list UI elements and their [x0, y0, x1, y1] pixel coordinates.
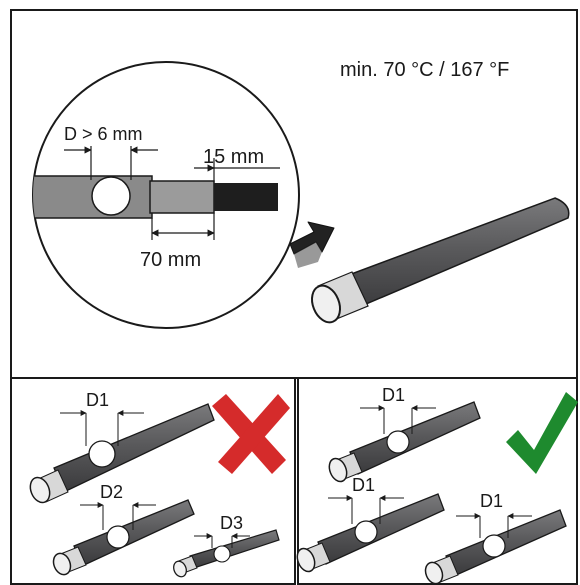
wrong-cable-2	[52, 499, 195, 576]
right-cable-2	[296, 493, 445, 573]
strip-short-label: 15 mm	[203, 146, 264, 168]
direction-arrow-shadow	[294, 242, 322, 268]
cable-large-jacket	[328, 197, 570, 311]
temperature-label: min. 70 °C / 167 °F	[340, 59, 509, 81]
wrong-cable-1	[29, 403, 215, 504]
cable-large	[311, 197, 570, 324]
strip-detail-magnifier: D > 6 mm 15 mm 70 mm	[32, 61, 300, 329]
right-cable-1	[328, 401, 481, 483]
inner-insulation-section	[149, 180, 215, 214]
right-label-d1-b: D1	[352, 475, 375, 495]
green-check-icon	[506, 392, 578, 474]
right-label-d1-c: D1	[480, 491, 503, 511]
right-label-d1-a: D1	[382, 385, 405, 405]
cable-sheath-section	[33, 175, 153, 219]
wrong-panel-frame	[10, 377, 296, 585]
right-cable-3	[424, 509, 567, 585]
wrong-panel: D1 D2 D3	[29, 390, 290, 578]
strip-long-label: 70 mm	[140, 249, 201, 271]
red-cross-icon	[212, 394, 290, 474]
right-panel: D1 D1 D1	[296, 385, 578, 585]
diameter-hole	[91, 176, 131, 216]
direction-arrow-icon	[289, 221, 335, 255]
wrong-label-d3: D3	[220, 513, 243, 533]
stripped-conductor-section	[214, 183, 278, 211]
wrong-label-d2: D2	[100, 482, 123, 502]
cable-large-end	[311, 284, 341, 324]
wrong-label-d1: D1	[86, 390, 109, 410]
diameter-label: D > 6 mm	[64, 124, 143, 144]
wrong-cable-3	[173, 529, 280, 578]
